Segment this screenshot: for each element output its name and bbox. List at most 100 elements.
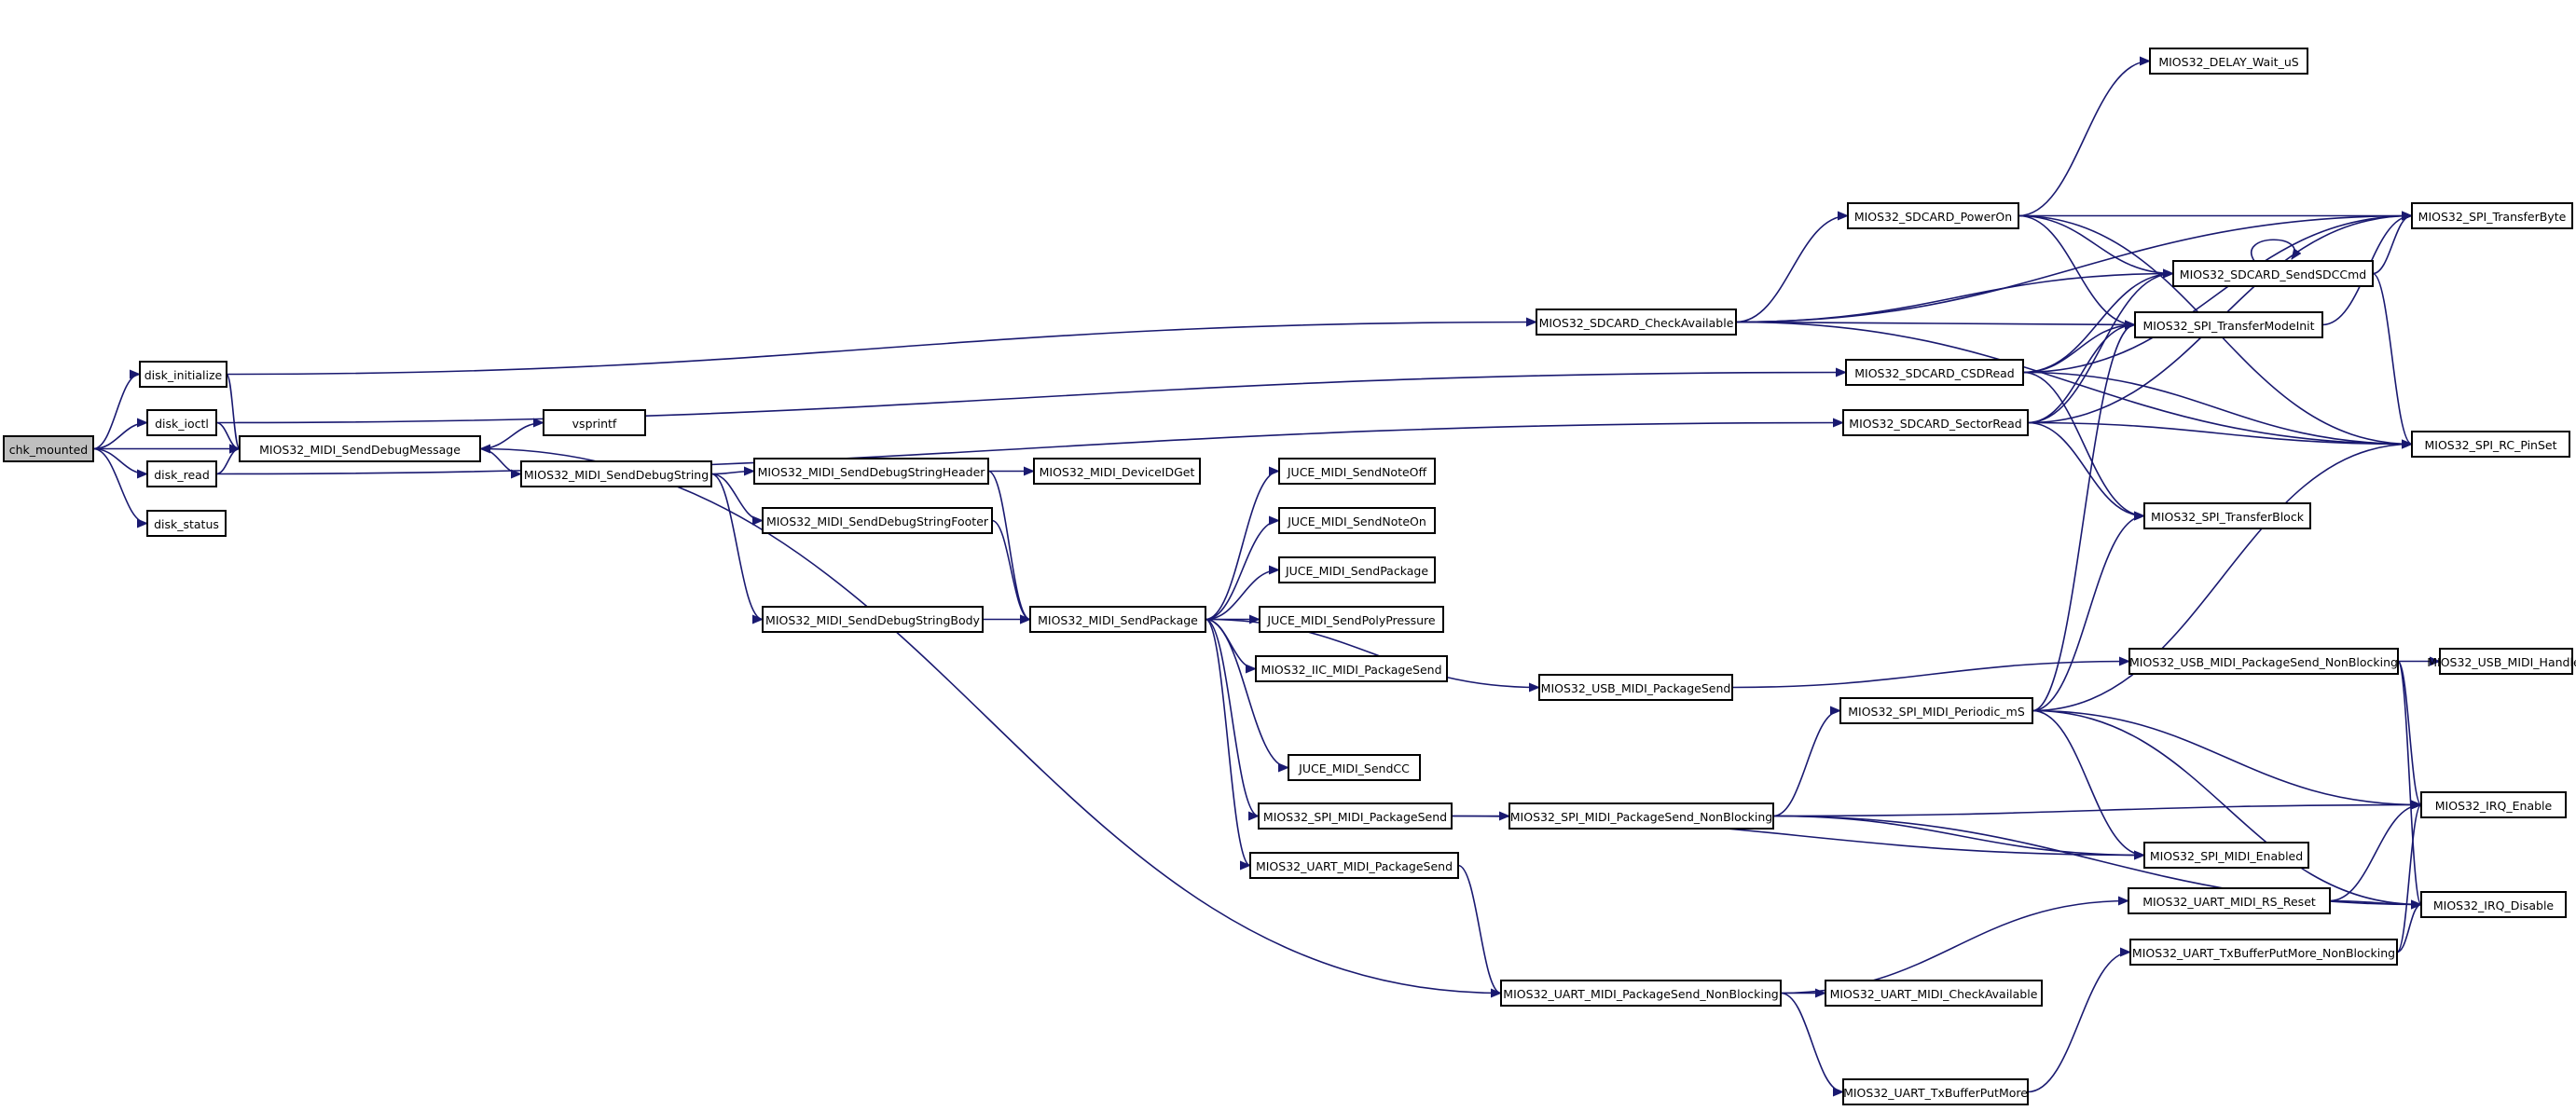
- node-mios32-uart-midi-packagesend-nonblocking[interactable]: MIOS32_UART_MIDI_PackageSend_NonBlocking: [1500, 980, 1782, 1007]
- node-label: MIOS32_SDCARD_SendSDCCmd: [2180, 267, 2366, 281]
- node-box: [1258, 802, 1453, 830]
- node-chk-mounted[interactable]: chk_mounted: [3, 435, 94, 462]
- edge-usb-midi-packagesend-to-usb-midi-packagesend-nb: [1731, 656, 2130, 689]
- node-vsprintf[interactable]: vsprintf: [543, 409, 646, 436]
- edge-sendpackage-to-juce-sendnoteoff: [1205, 466, 1280, 621]
- node-juce-midi-sendnoteon[interactable]: JUCE_MIDI_SendNoteOn: [1278, 507, 1436, 534]
- edge-senddebugstring-to-senddebugstringheader: [710, 466, 755, 476]
- node-mios32-midi-senddebugmessage[interactable]: MIOS32_MIDI_SendDebugMessage: [239, 435, 481, 462]
- edge-sdcard-checkavailable-to-spi-transfermodeinit: [1735, 320, 2136, 330]
- edge-uart-midi-packagesend-nb-to-uart-midi-rs-reset: [1780, 896, 2129, 994]
- node-box: [146, 460, 217, 487]
- node-box: [146, 409, 217, 436]
- node-juce-midi-sendcc[interactable]: JUCE_MIDI_SendCC: [1288, 754, 1421, 781]
- node-disk-ioctl[interactable]: disk_ioctl: [146, 409, 217, 436]
- node-box: [1845, 359, 2024, 386]
- node-mios32-spi-midi-packagesend-nonblocking[interactable]: MIOS32_SPI_MIDI_PackageSend_NonBlocking: [1508, 802, 1774, 830]
- node-mios32-sdcard-sectorread[interactable]: MIOS32_SDCARD_SectorRead: [1842, 409, 2029, 436]
- node-juce-midi-sendnoteoff[interactable]: JUCE_MIDI_SendNoteOff: [1278, 458, 1436, 485]
- node-box: [1825, 980, 2043, 1007]
- node-mios32-spi-transferbyte[interactable]: MIOS32_SPI_TransferByte: [2411, 202, 2573, 229]
- edge-spi-midi-periodic-ms-to-irq-enable: [2032, 709, 2422, 810]
- edge-sendpackage-to-juce-sendnoteon: [1205, 515, 1280, 621]
- node-mios32-spi-midi-packagesend[interactable]: MIOS32_SPI_MIDI_PackageSend: [1258, 802, 1453, 830]
- node-disk-read[interactable]: disk_read: [146, 460, 217, 487]
- node-mios32-iic-midi-packagesend[interactable]: MIOS32_IIC_MIDI_PackageSend: [1255, 655, 1448, 682]
- node-mios32-spi-transferblock[interactable]: MIOS32_SPI_TransferBlock: [2143, 502, 2311, 529]
- node-mios32-midi-senddebugstring[interactable]: MIOS32_MIDI_SendDebugString: [520, 460, 712, 487]
- node-box: [146, 510, 227, 537]
- node-mios32-spi-rc-pinset[interactable]: MIOS32_SPI_RC_PinSet: [2411, 431, 2570, 458]
- node-label: JUCE_MIDI_SendNoteOn: [1287, 514, 1426, 528]
- node-disk-status[interactable]: disk_status: [146, 510, 227, 537]
- node-label: MIOS32_SDCARD_CheckAvailable: [1539, 316, 1734, 330]
- node-mios32-sdcard-checkavailable[interactable]: MIOS32_SDCARD_CheckAvailable: [1536, 309, 1737, 336]
- edge-sendpackage-to-juce-sendpackage: [1205, 565, 1280, 621]
- node-box: [762, 606, 984, 633]
- node-box: [2411, 202, 2573, 229]
- node-box: [1842, 1078, 2029, 1105]
- node-mios32-spi-midi-enabled[interactable]: MIOS32_SPI_MIDI_Enabled: [2143, 842, 2309, 869]
- node-mios32-midi-senddebugstringheader[interactable]: MIOS32_MIDI_SendDebugStringHeader: [753, 458, 989, 485]
- edge-spi-midi-periodic-ms-to-spi-rc-pinset: [2032, 439, 2413, 712]
- edge-sdcard-checkavailable-to-sdcard-sendsdccmd: [1735, 268, 2174, 323]
- node-mios32-uart-midi-rs-reset[interactable]: MIOS32_UART_MIDI_RS_Reset: [2128, 887, 2331, 914]
- edge-disk-ioctl-to-sdcard-csdread: [215, 367, 1847, 424]
- node-mios32-midi-deviceidget[interactable]: MIOS32_MIDI_DeviceIDGet: [1033, 458, 1201, 485]
- node-mios32-irq-disable[interactable]: MIOS32_IRQ_Disable: [2420, 891, 2567, 918]
- node-box: [1249, 852, 1459, 879]
- node-label: MIOS32_MIDI_SendDebugStringBody: [765, 613, 980, 627]
- edge-uart-midi-packagesend-to-uart-midi-packagesend-nb: [1457, 864, 1502, 998]
- node-mios32-usb-midi-packagesend-nonblocking[interactable]: MIOS32_USB_MIDI_PackageSend_NonBlocking: [2128, 648, 2399, 675]
- node-label: MIOS32_SPI_MIDI_PackageSend: [1263, 810, 1447, 824]
- node-disk-initialize[interactable]: disk_initialize: [139, 361, 227, 388]
- node-mios32-midi-sendpackage[interactable]: MIOS32_MIDI_SendPackage: [1029, 606, 1206, 633]
- edge-spi-midi-packagesend-nb-to-irq-enable: [1772, 800, 2422, 817]
- node-mios32-midi-senddebugstringfooter[interactable]: MIOS32_MIDI_SendDebugStringFooter: [762, 507, 993, 534]
- node-box: [3, 435, 94, 462]
- node-mios32-sdcard-poweron[interactable]: MIOS32_SDCARD_PowerOn: [1847, 202, 2019, 229]
- edge-senddebugstring-to-senddebugstringbody: [710, 473, 764, 624]
- node-mios32-midi-senddebugstringbody[interactable]: MIOS32_MIDI_SendDebugStringBody: [762, 606, 984, 633]
- node-box: [762, 507, 993, 534]
- node-label: MIOS32_UART_MIDI_PackageSend: [1256, 859, 1453, 873]
- node-mios32-uart-txbufferputmore-nonblocking[interactable]: MIOS32_UART_TxBufferPutMore_NonBlocking: [2129, 939, 2398, 966]
- node-label: MIOS32_IRQ_Enable: [2435, 799, 2553, 813]
- node-box: [1500, 980, 1782, 1007]
- node-label: MIOS32_SPI_MIDI_PackageSend_NonBlocking: [1510, 810, 1772, 824]
- edge-sdcard-poweron-to-sdcard-sendsdccmd: [2018, 214, 2174, 279]
- node-mios32-irq-enable[interactable]: MIOS32_IRQ_Enable: [2420, 791, 2567, 818]
- node-label: MIOS32_MIDI_SendDebugStringHeader: [758, 465, 986, 479]
- node-mios32-spi-transfermodeinit[interactable]: MIOS32_SPI_TransferModeInit: [2134, 311, 2323, 338]
- node-mios32-usb-midi-packagesend[interactable]: MIOS32_USB_MIDI_PackageSend: [1538, 674, 1733, 701]
- node-label: MIOS32_MIDI_SendDebugMessage: [259, 443, 461, 457]
- node-mios32-delay-wait-us[interactable]: MIOS32_DELAY_Wait_uS: [2149, 48, 2308, 75]
- edge-spi-midi-packagesend-nb-to-spi-midi-periodic-ms: [1772, 706, 1841, 817]
- node-box: [2143, 502, 2311, 529]
- node-mios32-sdcard-csdread[interactable]: MIOS32_SDCARD_CSDRead: [1845, 359, 2024, 386]
- node-layer: chk_mounted disk_initialize disk_ioctldisk…: [3, 48, 2576, 1105]
- node-mios32-usb-midi-handler[interactable]: MIOS32_USB_MIDI_Handler: [2427, 648, 2576, 675]
- node-juce-midi-sendpackage[interactable]: JUCE_MIDI_SendPackage: [1278, 556, 1436, 583]
- node-mios32-uart-midi-checkavailable[interactable]: MIOS32_UART_MIDI_CheckAvailable: [1825, 980, 2043, 1007]
- edge-disk-read-to-senddebugmessage: [215, 444, 241, 475]
- node-juce-midi-sendpolypressure[interactable]: JUCE_MIDI_SendPolyPressure: [1259, 606, 1444, 633]
- edge-sdcard-sectorread-to-spi-transfermodeinit: [2027, 320, 2136, 424]
- edge-uart-midi-rs-reset-to-irq-enable: [2329, 800, 2422, 902]
- node-box: [753, 458, 989, 485]
- node-label: disk_status: [154, 517, 219, 531]
- node-mios32-sdcard-sendsdccmd[interactable]: MIOS32_SDCARD_SendSDCCmd: [2172, 260, 2374, 287]
- node-mios32-uart-midi-packagesend[interactable]: MIOS32_UART_MIDI_PackageSend: [1249, 852, 1459, 879]
- node-box: [2439, 648, 2573, 675]
- edge-sendpackage-to-uart-midi-packagesend: [1205, 618, 1251, 871]
- node-label: MIOS32_UART_TxBufferPutMore: [1843, 1086, 2028, 1100]
- node-label: disk_initialize: [145, 368, 223, 382]
- node-mios32-uart-txbufferputmore[interactable]: MIOS32_UART_TxBufferPutMore: [1842, 1078, 2029, 1105]
- node-label: MIOS32_IRQ_Disable: [2433, 898, 2555, 912]
- node-mios32-spi-midi-periodic-ms[interactable]: MIOS32_SPI_MIDI_Periodic_mS: [1839, 697, 2033, 724]
- node-box: [1538, 674, 1733, 701]
- edge-sdcard-csdread-to-spi-rc-pinset: [2022, 371, 2413, 449]
- edge-spi-midi-periodic-ms-to-irq-disable: [2032, 709, 2422, 910]
- node-label: MIOS32_IIC_MIDI_PackageSend: [1260, 663, 1441, 677]
